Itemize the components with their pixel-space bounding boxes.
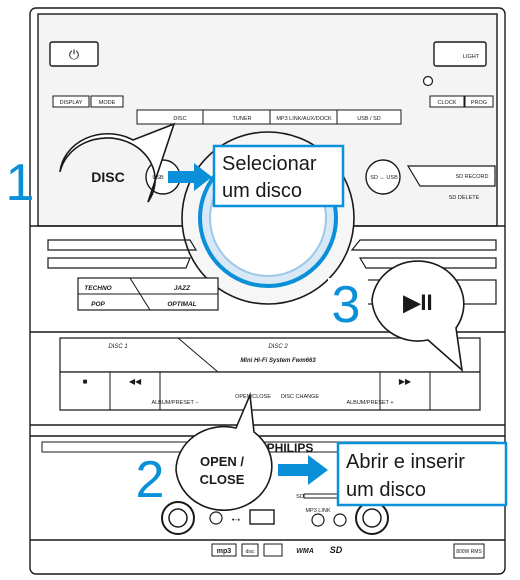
model-label: Mini Hi-Fi System Fwm663 — [240, 358, 316, 364]
album-minus-label[interactable]: ALBUM/PRESET − — [151, 400, 198, 406]
callout-1-box-line1: Selecionar — [222, 153, 317, 175]
next-icon[interactable]: ▶▶ — [399, 377, 412, 386]
mode-button[interactable] — [90, 95, 124, 108]
callout-1-bubble-text: DISC — [91, 169, 124, 185]
mp3link-source-label[interactable]: MP3 LINK/AUX/DOCK — [276, 116, 332, 122]
mode-label: MODE — [99, 100, 116, 106]
prev-icon[interactable]: ◀◀ — [129, 377, 142, 386]
disc1-label: DISC 1 — [108, 344, 127, 350]
sd-record-label: SD RECORD — [455, 174, 488, 180]
techno-label[interactable]: TECHNO — [84, 285, 111, 292]
album-plus-label[interactable]: ALBUM/PRESET + — [346, 400, 393, 406]
prog-button[interactable] — [464, 95, 494, 108]
pop-label[interactable]: POP — [91, 301, 105, 308]
display-label: DISPLAY — [60, 100, 83, 106]
prog-label: PROG — [471, 100, 487, 106]
callout-2-box — [336, 441, 508, 507]
disc-change-label[interactable]: DISC CHANGE — [281, 394, 320, 400]
light-button[interactable] — [433, 41, 487, 67]
callout-2: 2 OPEN / CLOSE Abrir e inserir um disco — [136, 391, 508, 511]
sd-usb-button[interactable] — [365, 159, 401, 195]
tuner-source-label[interactable]: TUNER — [233, 116, 252, 122]
callout-1-box — [212, 144, 345, 208]
sd-logo: SD — [330, 545, 343, 555]
open-close-label[interactable]: OPEN/CLOSE — [235, 394, 271, 400]
callout-3-bubble — [371, 260, 465, 373]
callout-1-number: 1 — [6, 154, 35, 212]
callout-1-box-line2: um disco — [222, 180, 302, 202]
callout-1-bubble — [59, 122, 176, 203]
wma-logo: WMA — [296, 548, 314, 555]
disc-source-label[interactable]: DISC — [173, 116, 186, 122]
mp3-logo: mp3 — [217, 548, 232, 555]
disc-tray: DISC 1 DISC 2 Mini Hi-Fi System Fwm663 ■… — [59, 337, 481, 411]
callout-3-bubble-text: ▶II — [402, 290, 432, 315]
disc2-label: DISC 2 — [268, 344, 288, 350]
sd-delete-label: SD DELETE — [449, 195, 480, 201]
mp3link-port-label: MP3 LINK — [305, 508, 330, 514]
callout-2-arrow — [278, 455, 328, 485]
callout-3-number: 3 — [332, 276, 361, 334]
top-controls: ⏻ LIGHT — [49, 41, 487, 87]
ir-sensor — [422, 75, 434, 87]
stop-icon[interactable]: ■ — [83, 377, 88, 386]
svg-text:•⇢: •⇢ — [232, 517, 240, 524]
panel-grooves — [47, 239, 497, 269]
sd-usb-label: SD ↔ USB — [370, 175, 398, 181]
usb-label: USB — [152, 175, 164, 181]
source-row: DISPLAY MODE DISC TUNER MP3 LINK/AUX/DOC… — [52, 95, 494, 125]
sd-port-label: SD — [296, 494, 304, 500]
callout-2-bubble-line1: OPEN / — [200, 454, 244, 469]
callout-2-box-line2: um disco — [346, 479, 426, 501]
front-bottom: PHILIPS •⇢ SD MP3 LINK mp3 disc WMA SD 8… — [41, 441, 497, 559]
callout-1-arrow — [168, 163, 212, 191]
callout-2-box-line1: Abrir e inserir — [346, 451, 465, 473]
display-button[interactable] — [52, 95, 90, 108]
callout-1: 1 DISC Selecionar um disco — [6, 122, 345, 212]
clock-label: CLOCK — [438, 100, 457, 106]
optimal-label[interactable]: OPTIMAL — [167, 301, 196, 308]
callout-3: 3 ▶II — [328, 260, 465, 373]
jazz-label[interactable]: JAZZ — [174, 285, 191, 292]
callout-2-bubble-line2: CLOSE — [200, 472, 245, 487]
power-icon: ⏻ — [69, 47, 79, 62]
usb-port[interactable] — [249, 509, 275, 525]
clock-button[interactable] — [429, 95, 465, 108]
light-label: LIGHT — [463, 54, 480, 60]
callout-2-bubble — [175, 391, 273, 511]
sd-record-button[interactable] — [406, 165, 496, 187]
usbsd-source-label[interactable]: USB / SD — [357, 116, 381, 122]
brand-logo: PHILIPS — [267, 441, 314, 455]
disc-logo: disc — [246, 549, 255, 555]
callout-2-number: 2 — [136, 451, 165, 509]
power-rating-label: 800W RMS — [456, 549, 482, 555]
power-button[interactable] — [49, 41, 99, 67]
